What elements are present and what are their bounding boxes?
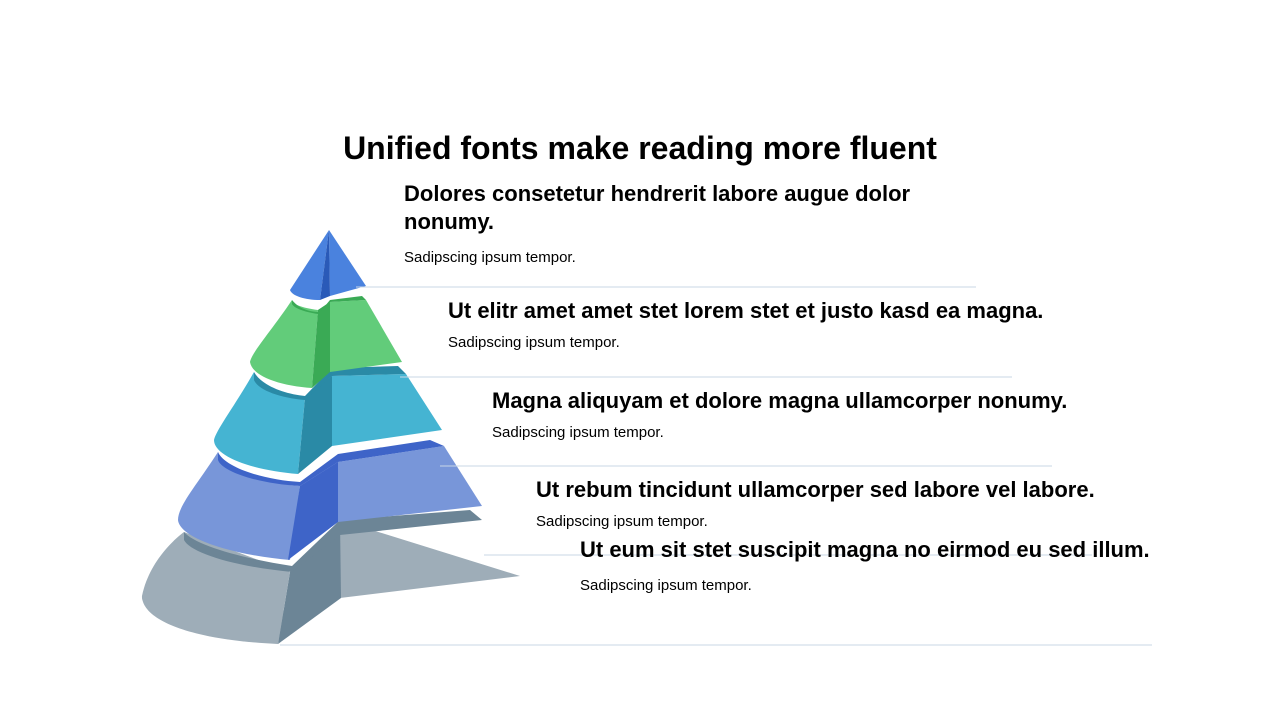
level-5-desc: Sadipscing ipsum tempor. xyxy=(580,576,1160,596)
level-1-desc: Sadipscing ipsum tempor. xyxy=(404,248,964,268)
level-3-heading: Magna aliquyam et dolore magna ullamcorp… xyxy=(492,387,1132,415)
level-5-text: Ut eum sit stet suscipit magna no eirmod… xyxy=(580,536,1160,596)
level-5-heading: Ut eum sit stet suscipit magna no eirmod… xyxy=(580,536,1160,564)
level-2-desc: Sadipscing ipsum tempor. xyxy=(448,333,1088,353)
level-2-text: Ut elitr amet amet stet lorem stet et ju… xyxy=(448,297,1088,353)
level-3-desc: Sadipscing ipsum tempor. xyxy=(492,423,1132,443)
level-2-heading: Ut elitr amet amet stet lorem stet et ju… xyxy=(448,297,1088,325)
level-4-desc: Sadipscing ipsum tempor. xyxy=(536,512,1196,532)
level-3-text: Magna aliquyam et dolore magna ullamcorp… xyxy=(492,387,1132,443)
level-4-heading: Ut rebum tincidunt ullamcorper sed labor… xyxy=(536,476,1196,504)
level-4-text: Ut rebum tincidunt ullamcorper sed labor… xyxy=(536,476,1196,532)
level-1-text: Dolores consetetur hendrerit labore augu… xyxy=(404,180,964,268)
level-1-heading: Dolores consetetur hendrerit labore augu… xyxy=(404,180,964,236)
